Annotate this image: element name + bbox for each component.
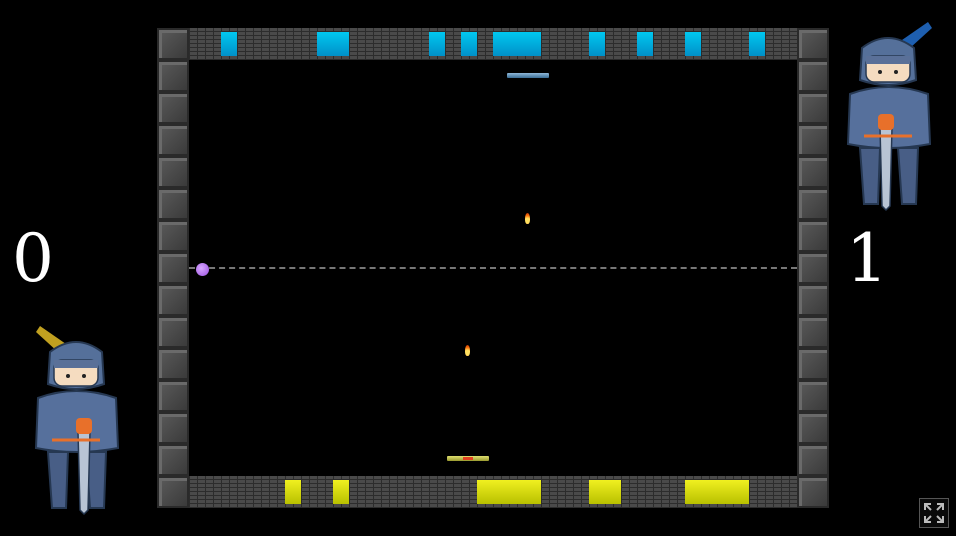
play-field[interactable] <box>189 60 797 476</box>
fullscreen-button[interactable] <box>919 498 949 528</box>
stone-block <box>797 188 829 220</box>
bottom-goal-gap <box>285 480 301 504</box>
left-player-score: 0 <box>12 220 54 297</box>
fireball-projectile <box>525 213 530 224</box>
stone-block <box>797 284 829 316</box>
top-goal-gap <box>221 32 237 56</box>
stone-block <box>157 188 189 220</box>
top-goal-gap <box>749 32 765 56</box>
stone-block <box>797 316 829 348</box>
bottom-goal-gap <box>589 480 621 504</box>
stone-block <box>797 476 829 508</box>
stone-block <box>157 124 189 156</box>
fireball-projectile <box>465 345 470 356</box>
knight-avatar-left <box>34 326 120 516</box>
player-paddle[interactable] <box>447 456 489 461</box>
bottom-goal-gap <box>333 480 349 504</box>
stone-block <box>157 444 189 476</box>
left-stone-wall <box>157 28 189 508</box>
top-brick-wall <box>189 28 797 60</box>
stone-block <box>157 156 189 188</box>
stone-block <box>797 92 829 124</box>
center-dashed-line <box>189 267 797 269</box>
top-goal-gap <box>637 32 653 56</box>
right-stone-wall <box>797 28 829 508</box>
stone-block <box>157 28 189 60</box>
game-arena <box>157 28 829 508</box>
game-ball <box>196 263 209 276</box>
bottom-goal-gap <box>477 480 541 504</box>
top-goal-gap <box>685 32 701 56</box>
stone-block <box>157 476 189 508</box>
opponent-paddle <box>507 73 549 78</box>
stone-block <box>797 380 829 412</box>
stone-block <box>797 252 829 284</box>
bottom-goal-gap <box>685 480 749 504</box>
bottom-brick-wall <box>189 476 797 508</box>
top-goal-gap <box>493 32 541 56</box>
stone-block <box>157 412 189 444</box>
top-goal-gap <box>461 32 477 56</box>
stone-block <box>797 220 829 252</box>
stone-block <box>157 252 189 284</box>
stone-block <box>157 284 189 316</box>
knight-avatar-right <box>846 22 932 212</box>
stone-block <box>157 92 189 124</box>
stone-block <box>797 412 829 444</box>
stone-block <box>157 220 189 252</box>
stone-block <box>157 60 189 92</box>
top-goal-gap <box>589 32 605 56</box>
stone-block <box>157 380 189 412</box>
stone-block <box>157 316 189 348</box>
top-goal-gap <box>317 32 349 56</box>
stone-block <box>797 444 829 476</box>
stone-block <box>797 348 829 380</box>
stone-block <box>797 156 829 188</box>
stone-block <box>797 28 829 60</box>
right-player-score: 1 <box>846 220 888 297</box>
stone-block <box>797 60 829 92</box>
stone-block <box>797 124 829 156</box>
top-goal-gap <box>429 32 445 56</box>
stone-block <box>157 348 189 380</box>
fullscreen-expand-icon <box>924 503 944 523</box>
